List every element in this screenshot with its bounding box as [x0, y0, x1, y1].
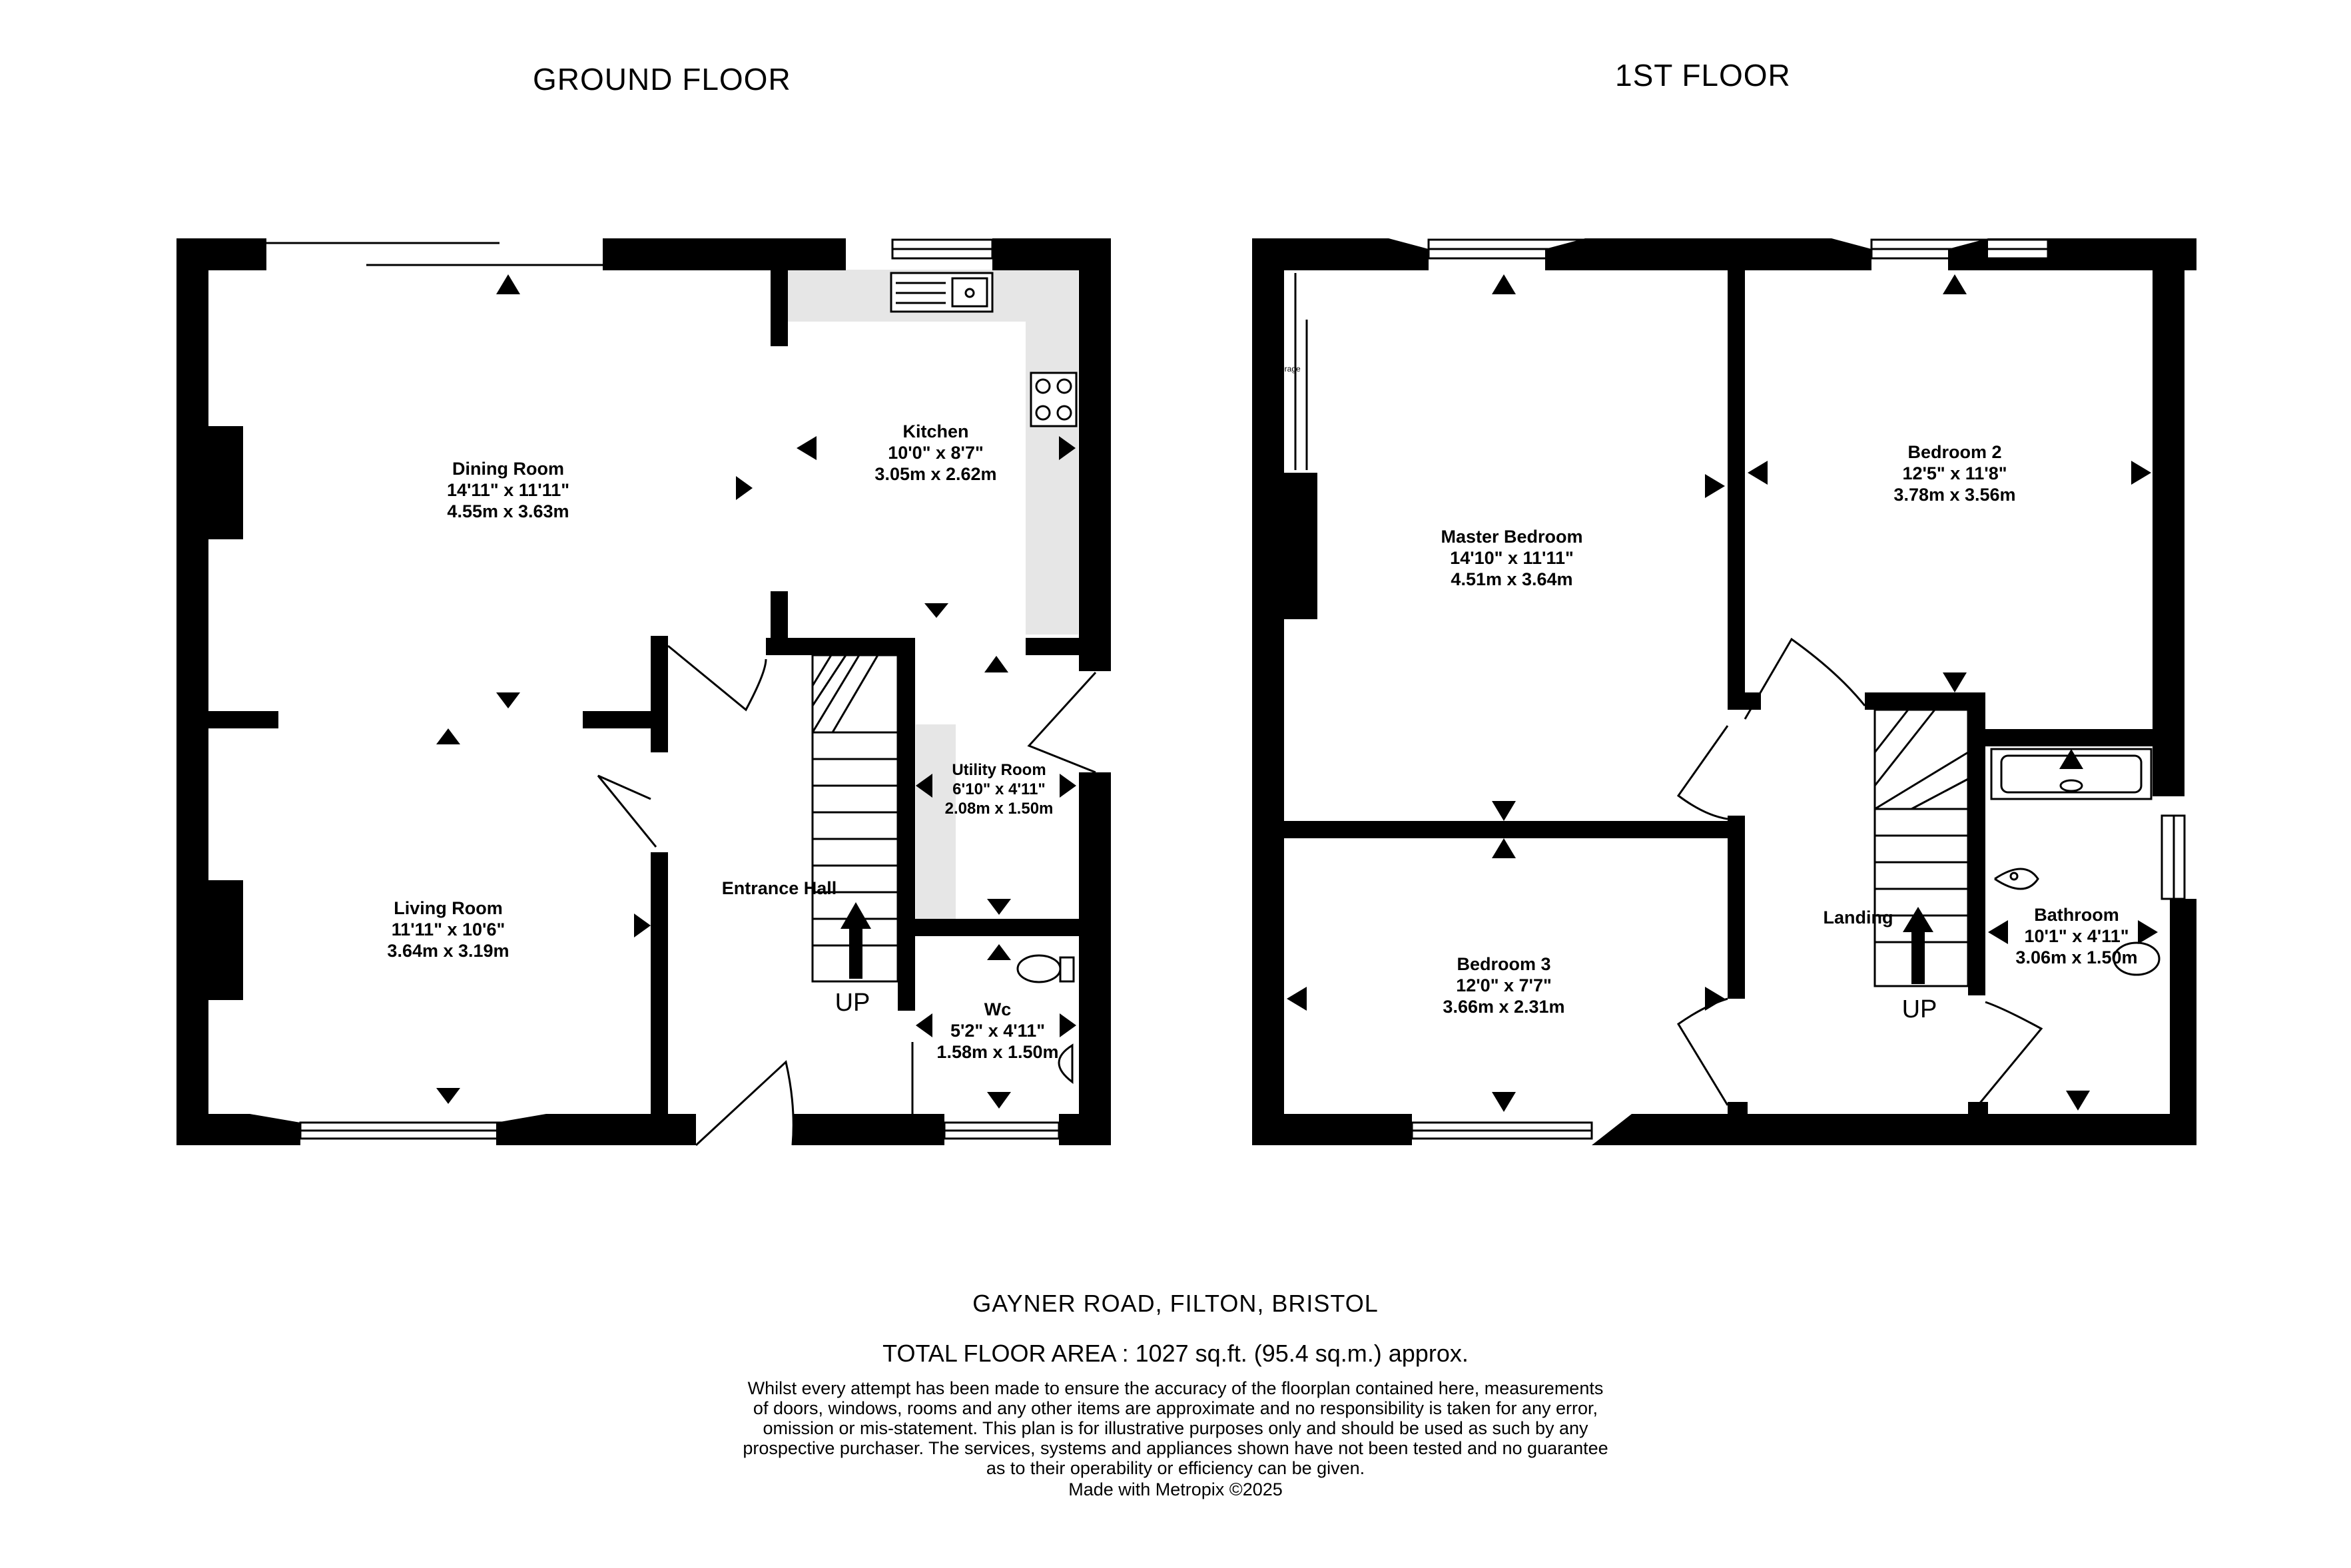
room-imperial: 14'11" x 11'11": [446, 480, 570, 500]
master-wardrobe: [1294, 273, 1308, 470]
room-name: Bedroom 3: [1457, 954, 1551, 974]
disclaimer-text: Whilst every attempt has been made to en…: [743, 1378, 1608, 1478]
ground-walls: [176, 238, 1111, 1145]
room-name: Wc: [984, 999, 1012, 1019]
room-label-master-bedroom: Master Bedroom 14'10" x 11'11" 4.51m x 3…: [1441, 526, 1582, 590]
ground-stair-up-arrow: [840, 902, 871, 979]
ground-stair-up-label: UP: [835, 989, 870, 1017]
first-bay-splays: [1372, 238, 1988, 1145]
room-metric: 3.66m x 2.31m: [1443, 997, 1565, 1017]
kitchen-sink: [890, 272, 994, 313]
room-label-dining: Dining Room 14'11" x 11'11" 4.55m x 3.63…: [447, 458, 569, 522]
room-metric: 3.05m x 2.62m: [874, 464, 997, 484]
room-name: Dining Room: [452, 459, 564, 479]
room-label-landing: Landing: [1824, 907, 1893, 928]
room-imperial: 10'0" x 8'7": [888, 443, 984, 463]
room-metric: 1.58m x 1.50m: [936, 1042, 1059, 1062]
room-name: Landing: [1823, 908, 1893, 927]
patio-sliding-door: [266, 242, 603, 266]
room-imperial: 12'5" x 11'8": [1902, 463, 2007, 483]
room-imperial: 11'11" x 10'6": [391, 919, 505, 939]
bay-splays: [250, 1114, 546, 1145]
property-address: GAYNER ROAD, FILTON, BRISTOL: [972, 1290, 1379, 1317]
room-imperial: 10'1" x 4'11": [2024, 926, 2129, 946]
room-imperial: 5'2" x 4'11": [950, 1021, 1046, 1041]
made-with-credit: Made with Metropix ©2025: [1068, 1479, 1283, 1499]
room-label-entrance-hall: Entrance Hall: [722, 878, 837, 899]
room-label-kitchen: Kitchen 10'0" x 8'7" 3.05m x 2.62m: [874, 421, 996, 485]
room-label-living: Living Room 11'11" x 10'6" 3.64m x 3.19m: [387, 898, 509, 961]
room-metric: 2.08m x 1.50m: [944, 800, 1054, 818]
room-label-bedroom-3: Bedroom 3 12'0" x 7'7" 3.66m x 2.31m: [1443, 953, 1564, 1017]
room-imperial: 14'10" x 11'11": [1450, 548, 1574, 568]
first-doors: [1676, 637, 2043, 1106]
room-metric: 4.55m x 3.63m: [447, 501, 569, 521]
room-name: Kitchen: [902, 421, 969, 441]
ground-view-markers: [436, 274, 1076, 1109]
room-metric: 3.78m x 3.56m: [1893, 485, 2016, 505]
first-floor-title: 1ST FLOOR: [1615, 58, 1791, 93]
ground-floor-plan: [176, 238, 1111, 1147]
room-metric: 3.64m x 3.19m: [387, 941, 509, 961]
wc-fittings: [1016, 954, 1075, 1085]
ground-staircase: [811, 654, 899, 983]
room-metric: 3.06m x 1.50m: [2015, 947, 2138, 967]
room-name: Bedroom 2: [1907, 442, 2002, 462]
first-view-markers: [1287, 274, 2158, 1112]
storage-label: orage: [1280, 364, 1301, 374]
first-stair-up-label: UP: [1901, 995, 1937, 1023]
first-walls: [1252, 238, 2196, 1145]
ground-windows: [299, 238, 1060, 1140]
room-label-utility: Utility Room 6'10" x 4'11" 2.08m x 1.50m: [945, 760, 1054, 818]
first-staircase: [1873, 708, 1969, 987]
room-label-bedroom-2: Bedroom 2 12'5" x 11'8" 3.78m x 3.56m: [1893, 441, 2015, 505]
room-label-bathroom: Bathroom 10'1" x 4'11" 3.06m x 1.50m: [2015, 904, 2137, 968]
kitchen-hob: [1030, 372, 1078, 427]
total-floor-area: TOTAL FLOOR AREA : 1027 sq.ft. (95.4 sq.…: [882, 1340, 1469, 1367]
room-metric: 4.51m x 3.64m: [1451, 569, 1573, 589]
utility-worktop: [916, 724, 956, 921]
room-imperial: 12'0" x 7'7": [1456, 975, 1552, 995]
first-floor-plan: orage: [1252, 238, 2196, 1145]
room-name: Bathroom: [2034, 905, 2119, 925]
room-label-wc: Wc 5'2" x 4'11" 1.58m x 1.50m: [936, 999, 1058, 1063]
first-stair-up-arrow: [1903, 907, 1933, 984]
ground-doors: [597, 645, 1097, 1147]
ground-floor-title: GROUND FLOOR: [533, 62, 791, 97]
room-name: Master Bedroom: [1441, 527, 1583, 547]
first-windows: [1411, 238, 2186, 1140]
room-name: Entrance Hall: [721, 878, 837, 898]
room-name: Living Room: [394, 898, 503, 918]
room-name: Utility Room: [952, 761, 1046, 779]
room-imperial: 6'10" x 4'11": [952, 780, 1046, 798]
